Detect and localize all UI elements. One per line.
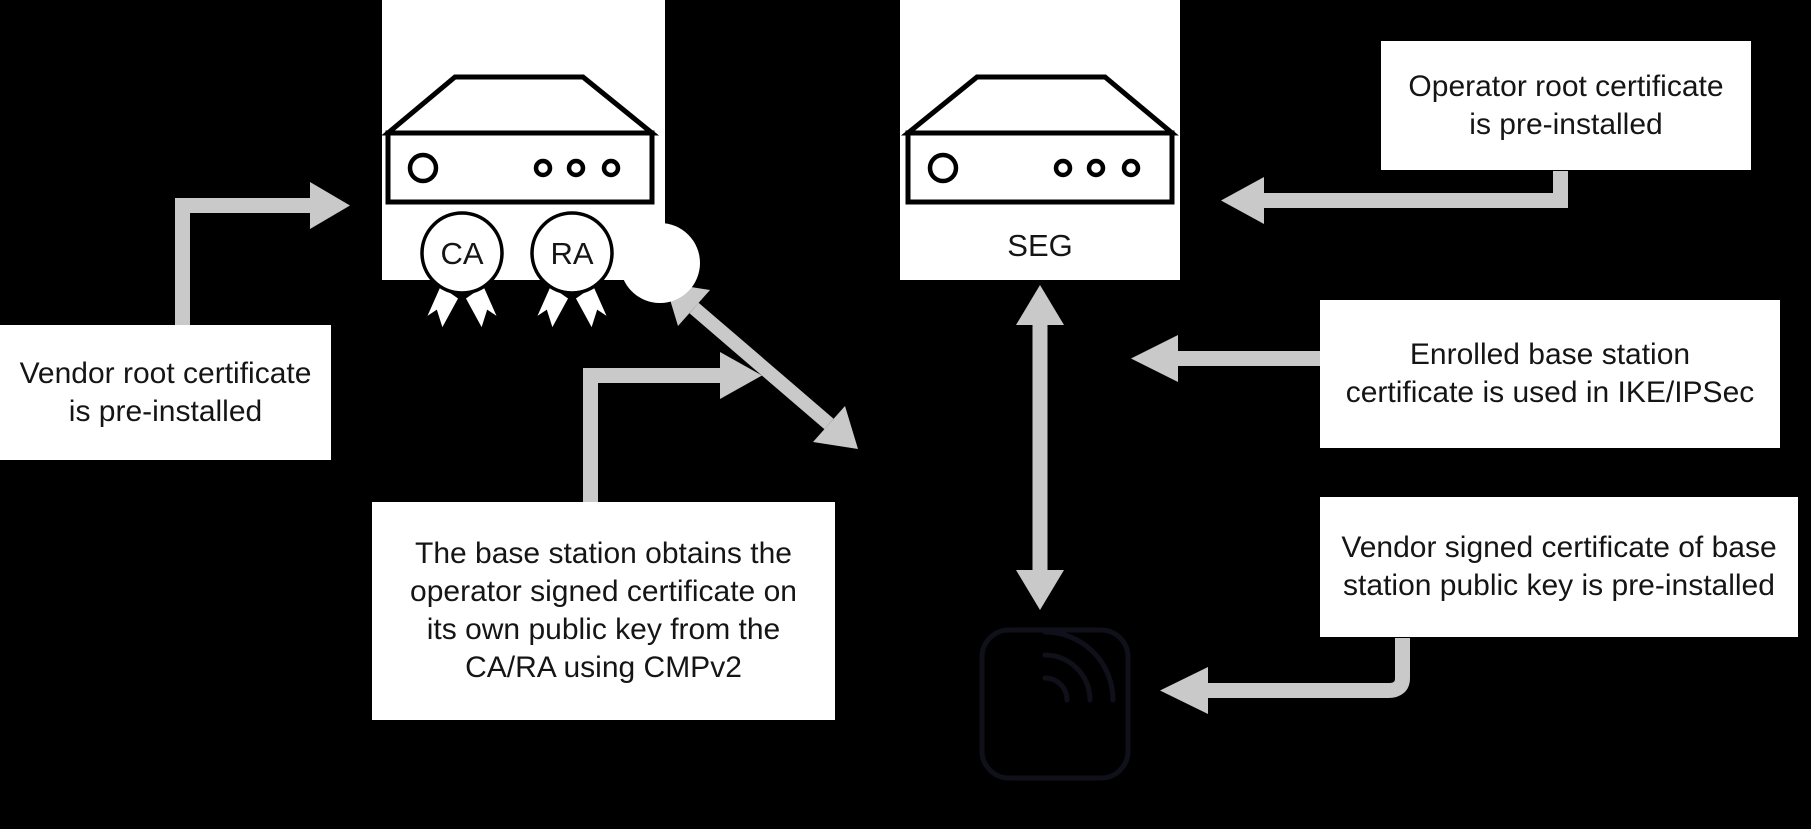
seg-server-node: SEG	[900, 0, 1180, 280]
note-line: CA/RA using CMPv2	[465, 651, 742, 684]
note-line: The base station obtains the	[415, 537, 792, 570]
ca-badge-label: CA	[440, 236, 483, 271]
note-line: is pre-installed	[1469, 107, 1663, 141]
note-cmpv2-enrollment: The base station obtains the operator si…	[372, 502, 835, 720]
note-vendor-signed-certificate: Vendor signed certificate of base statio…	[1320, 497, 1798, 637]
server-icon	[900, 74, 1179, 205]
seg-label: SEG	[1007, 228, 1073, 263]
arrow-operator-root-to-seg	[1221, 171, 1568, 224]
arrow-vendor-signed-to-base-station	[1160, 638, 1410, 714]
note-vendor-root-certificate: Vendor root certificate is pre-installed	[0, 325, 331, 460]
arrow-cmpv2-to-link	[583, 352, 762, 504]
note-line: operator signed certificate on	[410, 575, 797, 608]
note-line: its own public key from the	[426, 613, 781, 646]
base-station-icon	[979, 627, 1131, 781]
note-line: is pre-installed	[68, 394, 263, 428]
note-operator-root-certificate: Operator root certificate is pre-install…	[1381, 41, 1751, 170]
arrow-enrolled-to-link	[1131, 335, 1320, 382]
arrow-seg-base-station-link	[1016, 285, 1064, 610]
ra-badge-label: RA	[550, 236, 593, 271]
note-line: certificate is used in IKE/IPSec	[1345, 376, 1755, 409]
server-icon: CA RA	[381, 74, 700, 335]
ra-badge-icon: RA	[530, 211, 614, 335]
ca-ra-server-node: CA RA	[381, 0, 700, 335]
note-line: station public key is pre-installed	[1343, 569, 1775, 602]
arrow-vendor-root-to-ca-ra	[175, 182, 350, 330]
note-line: Vendor root certificate	[19, 356, 312, 390]
note-enrolled-certificate: Enrolled base station certificate is use…	[1320, 300, 1780, 448]
arrow-ca-ra-base-station-link	[665, 283, 858, 449]
note-line: Operator root certificate	[1408, 69, 1724, 103]
note-line: Enrolled base station	[1409, 338, 1691, 371]
note-line: Vendor signed certificate of base	[1341, 531, 1777, 564]
ca-badge-icon: CA	[420, 211, 504, 335]
corner-bump	[620, 223, 700, 303]
